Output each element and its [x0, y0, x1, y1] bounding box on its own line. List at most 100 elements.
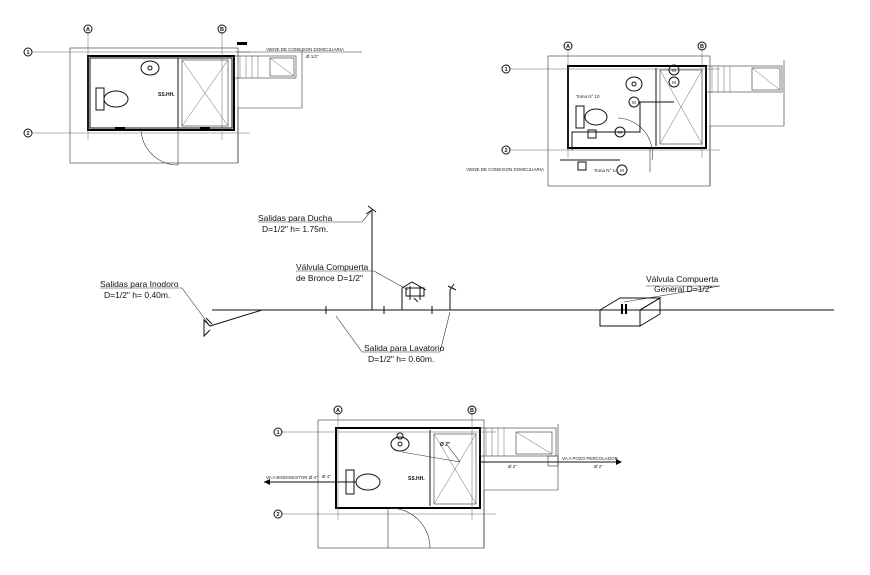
lavatory-riser: [449, 283, 455, 310]
valve-box-front: [599, 309, 641, 327]
shower-diagonal-2: [181, 59, 229, 127]
drain-point: [396, 432, 404, 440]
water-pipe-route: [571, 101, 674, 150]
bronze-valve-spec: de Bronce D=1/2": [296, 273, 363, 283]
toilet-branch: [203, 309, 263, 338]
grid-label-b: B: [220, 27, 224, 33]
grid-bubble-2: [273, 509, 283, 519]
general-valve-leader: [623, 285, 721, 303]
toilet-bowl: [584, 108, 608, 126]
annex-diag: [269, 57, 295, 77]
isometric-diagram: Salidas para Ducha D=1/2" h= 1.75m. Sali…: [100, 205, 834, 364]
toilet-bowl: [103, 90, 129, 108]
grid-bubble-b: [217, 24, 227, 34]
bronze-valve-branch: [401, 281, 427, 310]
bronze-valve-title: Válvula Compuerta: [296, 262, 369, 272]
grid-bubble-1: [501, 64, 511, 74]
valve-bubble: [668, 76, 680, 88]
annex-inner: [751, 67, 781, 91]
annex-outline: [709, 60, 785, 186]
general-valve-title: Válvula Compuerta: [646, 274, 719, 284]
sink-drain: [631, 81, 637, 87]
outer-wall-outline: [317, 419, 485, 549]
plan-bottom: A B 1 2 Ø 2" SS.HH. VA A BIODIGESTOR Ø 4…: [264, 405, 622, 549]
valve-mark: M: [632, 100, 636, 105]
shower-leader: [258, 209, 373, 223]
pozo-size: Ø 2": [594, 464, 603, 469]
grid-bubble-2: [23, 128, 33, 138]
pozo-note: VA A POZO PERCOLADOR: [562, 456, 619, 461]
drain-size: Ø 2": [440, 442, 451, 448]
supply-note: VIENE DE CONEXION DOMICILIARIA: [266, 47, 344, 52]
grid-bubble-a: [83, 24, 93, 34]
grid-bubble-b: [697, 41, 707, 51]
lavatory-spec: D=1/2" h= 0.60m.: [368, 354, 434, 364]
room-label: SS.HH.: [158, 92, 175, 98]
plan-top-left: A B 1 2 SS.HH. VIENE DE CONEXION DOMICIL…: [23, 24, 362, 166]
grid-label-2: 2: [26, 131, 29, 137]
arrow-left: [264, 479, 270, 485]
tag-2: Toma N° 14: [594, 168, 618, 173]
plan-top-right: M M M M M Toma N° 10 Toma N° 14 A B 1 2 …: [466, 41, 785, 187]
door-swing: [140, 127, 179, 166]
shower-tray: [181, 59, 229, 127]
valve-mark: M: [672, 68, 676, 73]
annex-diag: [515, 431, 553, 455]
door-swing: [617, 117, 653, 161]
lavatory-leader: [335, 311, 451, 353]
supply-size: Ø 1/2": [306, 54, 319, 59]
grid-bubble-1: [273, 427, 283, 437]
valve-bubble: [668, 64, 680, 76]
pozo-size-2: Ø 2": [508, 464, 517, 469]
valve-box-side: [639, 297, 661, 327]
supply-note: VIENE DE CONEXION DOMICILIARIA: [466, 167, 544, 172]
lavatory-title: Salida para Lavatorio: [364, 343, 445, 353]
grid-label-a: A: [566, 44, 570, 50]
toilet-bowl: [355, 473, 381, 491]
valve-box: [587, 129, 597, 139]
valve-mark: M: [672, 80, 676, 85]
lavatory-stub: [447, 285, 457, 291]
shower-head: [367, 205, 377, 213]
annex-diag: [751, 67, 781, 91]
tag-1: Toma N° 10: [576, 94, 600, 99]
grid-label-1: 1: [26, 50, 29, 56]
bronze-valve-symbol: [405, 287, 425, 297]
grid-bubble-a: [563, 41, 573, 51]
arrow-right: [616, 459, 622, 465]
valve-box-top: [598, 297, 662, 311]
outer-wall-outline: [69, 47, 239, 164]
sink-fixture: [140, 60, 160, 76]
bronze-valve-leader: [296, 270, 409, 291]
toilet-spec: D=1/2" h= 0.40m.: [104, 290, 170, 300]
toilet-leader: [100, 287, 211, 327]
valve-symbol: [237, 42, 247, 45]
annex-inner: [269, 57, 295, 77]
shower-tray: [433, 433, 477, 505]
toilet-stub: [205, 317, 213, 325]
sink-drain: [397, 441, 403, 447]
grid-bubble-2: [501, 145, 511, 155]
grid-label-b: B: [700, 44, 704, 50]
shower-diagonal-2: [659, 69, 703, 145]
outer-wall-outline: [547, 55, 711, 187]
drain-branch: [401, 451, 461, 463]
room-wall-thick: [335, 427, 481, 509]
shower-spec: D=1/2" h= 1.75m.: [262, 224, 328, 234]
valve-mark: M: [620, 168, 624, 173]
valve-mark: M: [618, 130, 622, 135]
toilet-title: Salidas para Inodoro: [100, 279, 179, 289]
grid-label-1: 1: [504, 67, 507, 73]
toilet-tank: [95, 87, 105, 111]
grid-label-a: A: [86, 27, 90, 33]
annex-outline: [237, 50, 303, 163]
valve-bubble: [614, 126, 626, 138]
annex-box: [705, 65, 783, 93]
grid-label-2: 2: [504, 148, 507, 154]
grid-bubble-b: [467, 405, 477, 415]
grid-label-a: A: [336, 408, 340, 414]
room-wall-thick: [567, 65, 707, 149]
shower-riser: [365, 209, 373, 310]
door-swing: [387, 507, 431, 549]
